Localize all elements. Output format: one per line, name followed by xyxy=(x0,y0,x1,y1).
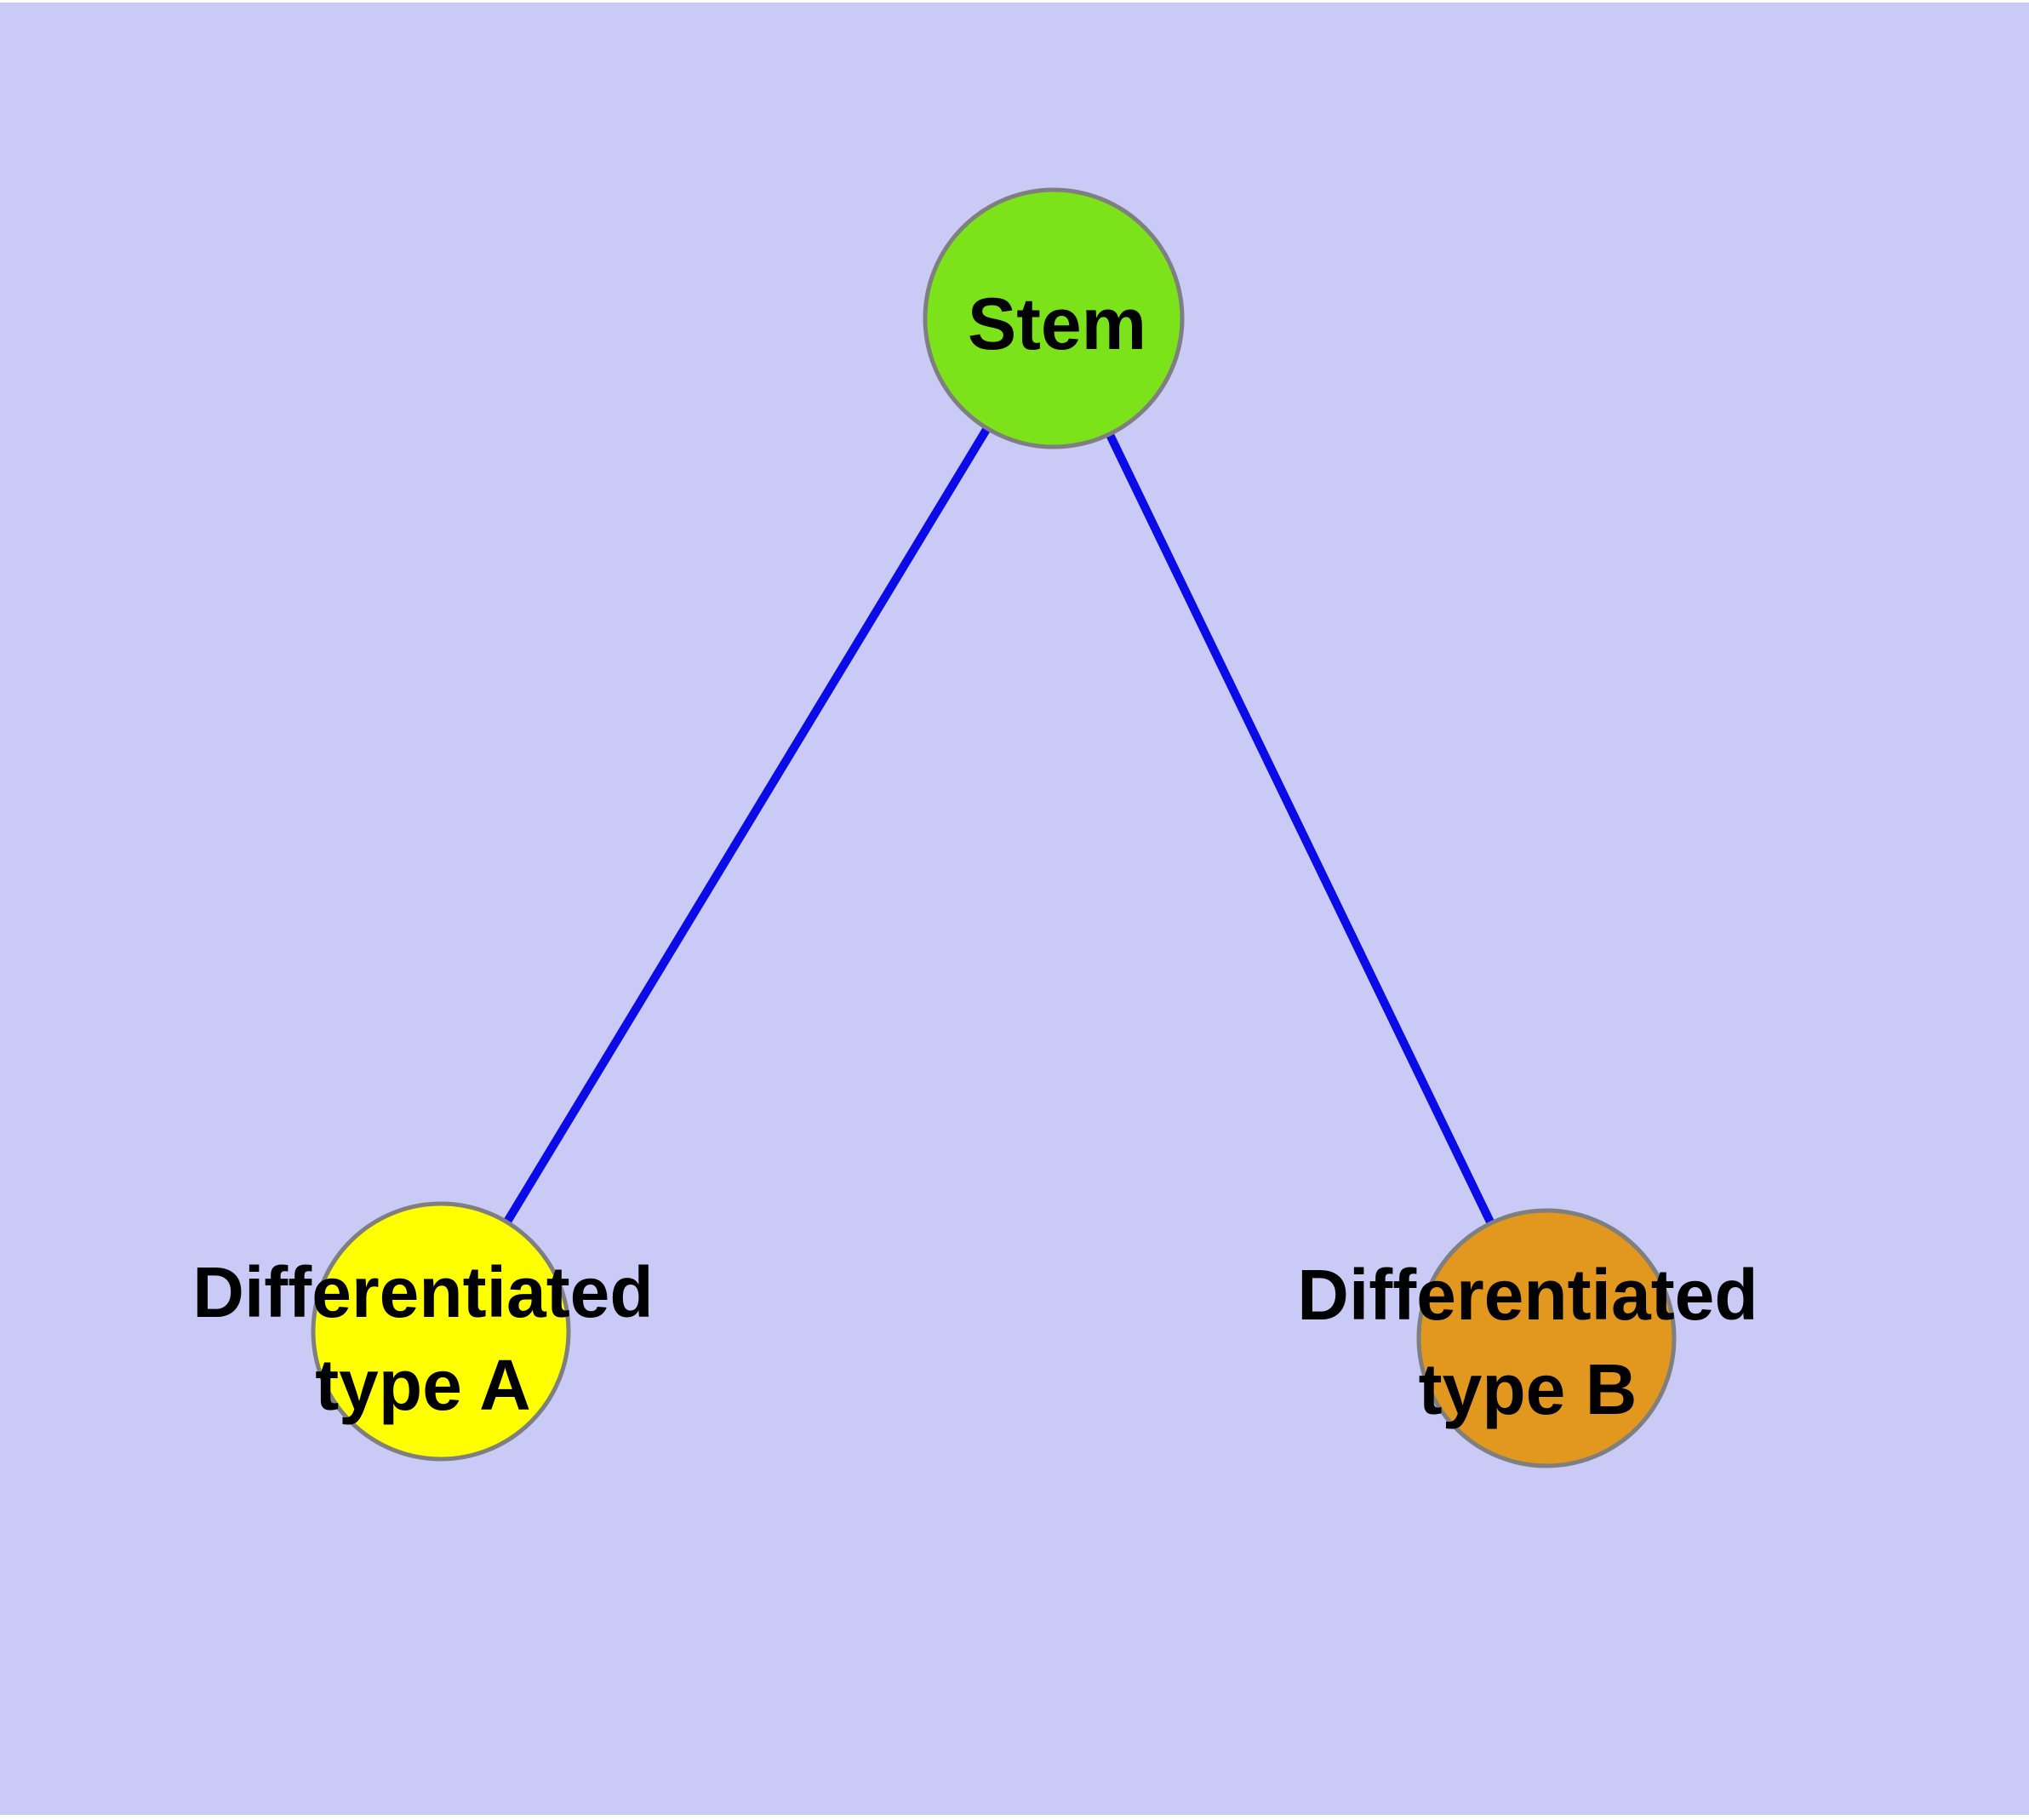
type-a-label-line2: type A xyxy=(315,1345,531,1425)
edge-stem-to-type-a xyxy=(437,316,1058,1334)
type-a-node-circle xyxy=(311,1201,571,1462)
stem-node-label: Stem xyxy=(968,283,1146,365)
stem-node-circle xyxy=(923,187,1185,449)
edge-stem-to-type-b xyxy=(1049,316,1551,1341)
type-a-label-line1: Differentiated xyxy=(192,1252,653,1332)
type-b-label-line2: type B xyxy=(1419,1349,1637,1429)
edge-group xyxy=(437,316,1551,1341)
type-b-label-line1: Differentiated xyxy=(1297,1255,1758,1335)
node-group xyxy=(311,187,1677,1468)
type-b-node-circle xyxy=(1416,1208,1677,1468)
